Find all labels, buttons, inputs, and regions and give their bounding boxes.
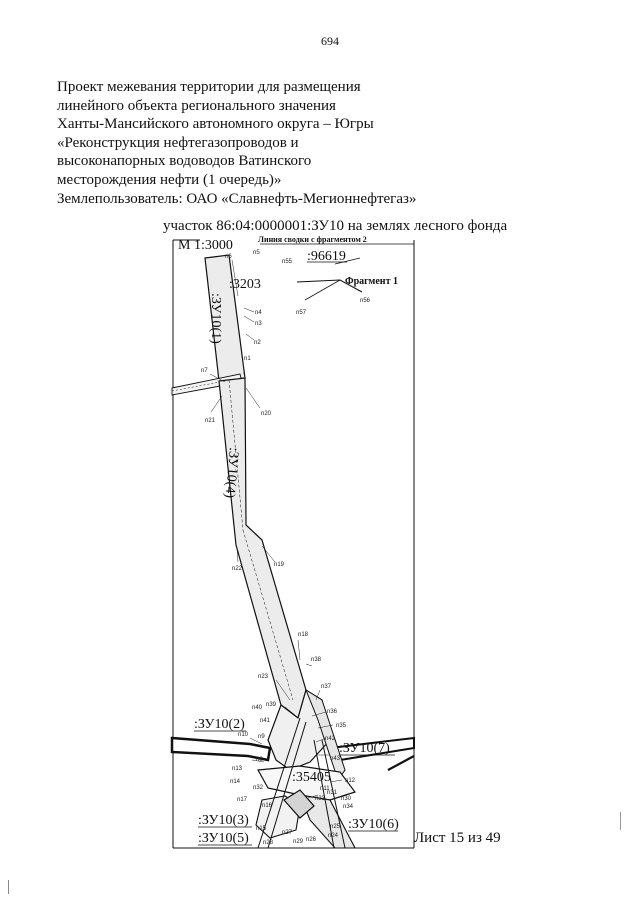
- point-label-n2: n2: [254, 340, 261, 346]
- point-label-n18: n18: [298, 632, 309, 638]
- project-title: Проект межевания территории для размещен…: [57, 78, 477, 208]
- point-label-n15: n15: [256, 826, 267, 832]
- point-label-n32: n32: [253, 785, 264, 791]
- point-label-n28: n28: [263, 840, 274, 846]
- title-line: месторождения нефти (1 очередь)»: [57, 171, 282, 188]
- fragment-1-label: Фрагмент 1: [345, 276, 398, 287]
- diagonal-strip: [321, 739, 346, 849]
- point-label-n11: n11: [320, 786, 330, 792]
- scan-edge-mark: [8, 880, 9, 894]
- point-label-n31: n31: [327, 790, 338, 796]
- plot-caption: участок 86:04:0000001:ЗУ10 на землях лес…: [163, 218, 508, 234]
- point-label-n5: n5: [253, 250, 260, 256]
- title-line: высоконапорных водоводов Ватинского: [57, 153, 312, 170]
- corridor-centerline: [242, 529, 294, 701]
- point-label-n39: n39: [266, 702, 277, 708]
- road-right-lower: [387, 755, 415, 771]
- point-label-n3: n3: [255, 321, 262, 327]
- zu10-5-label: :ЗУ10(5): [198, 831, 249, 846]
- road-left: [170, 736, 272, 762]
- point-label-n36: n36: [327, 709, 338, 715]
- zu10-7-label: :ЗУ10(7): [339, 741, 390, 756]
- point-label-n13: n13: [232, 766, 243, 772]
- link-line-label: Линия сводки с фрагментом 2: [258, 235, 367, 244]
- quarter-3203-label: :3203: [229, 277, 261, 292]
- point-label-n25: n25: [330, 824, 341, 830]
- title-line: линейного объекта регионального значения: [57, 97, 336, 114]
- quarter-96619-label: :96619: [307, 249, 346, 264]
- fragment-1-diagonal: [304, 279, 341, 301]
- scan-edge-mark: [620, 812, 621, 830]
- diamond-block: [283, 789, 315, 819]
- point-label-n43: n43: [330, 756, 341, 762]
- point-label-n8: n8: [256, 757, 263, 763]
- point-label-n24: n24: [328, 833, 339, 839]
- point-label-n4: n4: [255, 310, 262, 316]
- point-label-n1: n1: [244, 356, 251, 362]
- point-label-n23: n23: [258, 674, 269, 680]
- quarter-35405-label: :35405: [292, 770, 331, 785]
- point-label-n27: n27: [282, 830, 293, 836]
- sheet-number: Лист 15 из 49: [414, 830, 501, 846]
- point-label-n19: n19: [274, 562, 285, 568]
- point-label-n12: n12: [345, 778, 356, 784]
- point-label-n17: n17: [237, 797, 248, 803]
- point-label-n21: n21: [205, 418, 216, 424]
- point-label-n30: n30: [341, 796, 352, 802]
- point-label-n55: n55: [282, 259, 293, 265]
- diagonal-strip: [257, 717, 301, 849]
- point-label-n57: n57: [296, 310, 307, 316]
- diagonal-strip: [313, 739, 335, 849]
- corridor-centerline: [228, 379, 244, 531]
- point-label-n10: n10: [238, 732, 249, 738]
- title-line: «Реконструкция нефтегазопроводов и: [57, 134, 299, 151]
- point-label-n40: n40: [252, 705, 263, 711]
- point-label-n9: n9: [258, 734, 265, 740]
- point-label-n7: n7: [201, 368, 208, 374]
- diagonal-strip: [267, 721, 307, 849]
- label-underlines: [194, 261, 398, 846]
- point-label-n14: n14: [230, 779, 241, 785]
- point-label-n16: n16: [262, 803, 273, 809]
- point-label-n6: n6: [225, 254, 232, 260]
- point-label-n37: n37: [321, 684, 332, 690]
- zu10-1-label: :ЗУ10(1): [208, 293, 223, 344]
- title-line: Ханты-Мансийского автономного округа – Ю…: [57, 116, 374, 133]
- title-line: Проект межевания территории для размещен…: [57, 79, 361, 95]
- point-label-n35: n35: [336, 723, 347, 729]
- point-label-n33: n33: [315, 796, 326, 802]
- zu10-4-strip: [218, 377, 307, 720]
- point-label-n38: n38: [311, 657, 322, 663]
- leader-lines: [209, 259, 343, 799]
- point-label-n34: n34: [343, 804, 354, 810]
- zu10-6-label: :ЗУ10(6): [348, 817, 399, 832]
- point-label-n26: n26: [306, 837, 317, 843]
- zu10-4-label: :ЗУ10(4): [222, 447, 241, 499]
- point-label-n22: n22: [232, 566, 243, 572]
- point-label-n56: n56: [360, 298, 371, 304]
- map-scale: М 1:3000: [178, 238, 233, 253]
- zu10-3-label: :ЗУ10(3): [198, 813, 249, 828]
- land-user-line: Землепользователь: ОАО «Славнефть-Мегион…: [57, 190, 417, 207]
- point-label-n20: n20: [261, 411, 272, 417]
- point-label-n41: n41: [260, 718, 271, 724]
- boundary-96619: [334, 257, 361, 265]
- point-label-n42: n42: [325, 736, 336, 742]
- zu10-2-label: :ЗУ10(2): [194, 717, 245, 732]
- point-label-n29: n29: [293, 839, 304, 845]
- page-number: 694: [321, 34, 339, 48]
